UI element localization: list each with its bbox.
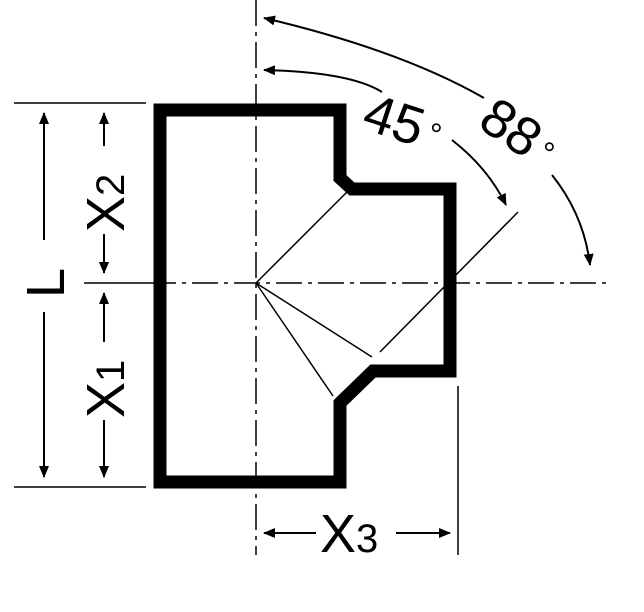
branch-45-line-lower [255,282,334,397]
angle-88-arc [264,18,590,265]
branch-88-line [255,282,373,358]
fitting-body-outline [153,103,457,489]
angle-45-label: 45° [356,82,450,163]
angle-88-label: 88° [469,86,568,180]
dimension-l-label: L [16,268,76,298]
branch-45-line-upper [255,188,351,284]
dimension-x2-label: X2 [76,174,136,232]
dimension-x1-label: X1 [76,360,136,418]
dimension-x3-label: X3 [320,504,378,564]
